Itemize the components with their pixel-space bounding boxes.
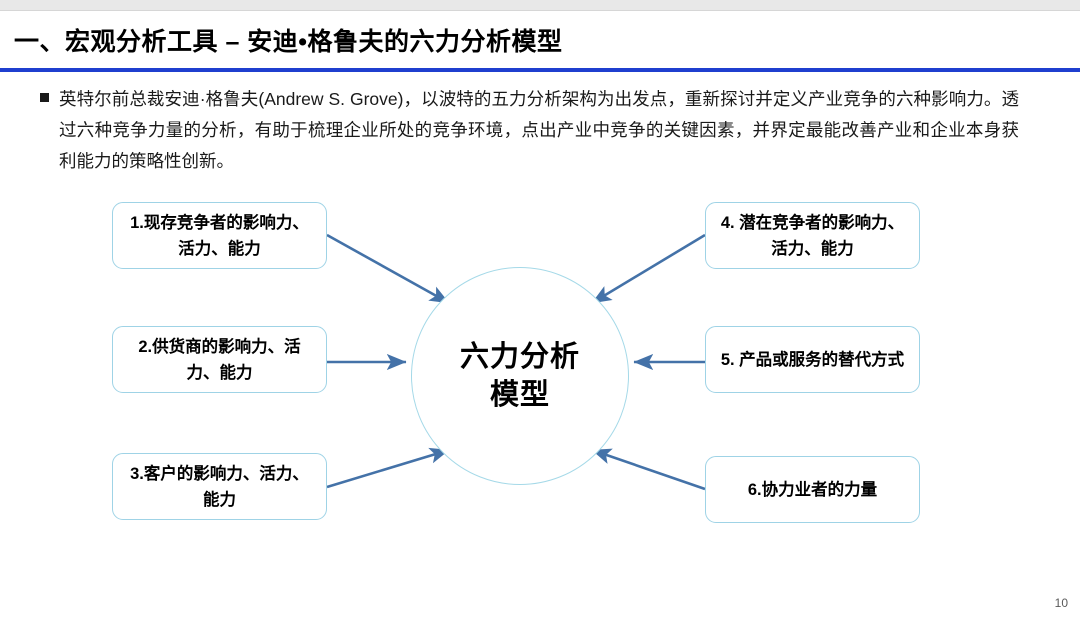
page-title: 一、宏观分析工具 – 安迪•格鲁夫的六力分析模型 (14, 28, 563, 56)
force-box-2[interactable]: 2.供货商的影响力、活力、能力 (112, 326, 327, 393)
page-number: 10 (1054, 596, 1068, 610)
force-box-5[interactable]: 5. 产品或服务的替代方式 (705, 326, 920, 393)
six-forces-diagram: 1.现存竞争者的影响力、活力、能力 2.供货商的影响力、活力、能力 3.客户的影… (0, 178, 1080, 568)
title-underline-rule (0, 68, 1080, 72)
force-box-3-label: 3.客户的影响力、活力、能力 (130, 464, 309, 509)
center-circle-line-2: 模型 (489, 379, 550, 411)
force-box-4-label: 4. 潜在竞争者的影响力、活力、能力 (720, 213, 905, 258)
body-bullet-block: 英特尔前总裁安迪·格鲁夫(Andrew S. Grove)，以波特的五力分析架构… (40, 84, 1030, 177)
window-top-strip-edge (0, 10, 1080, 11)
diagram-connectors (326, 233, 706, 491)
force-box-6-label: 6.协力业者的力量 (747, 480, 878, 499)
window-top-strip (0, 0, 1080, 10)
arrow-force-3-to-center (326, 447, 450, 489)
force-box-1[interactable]: 1.现存竞争者的影响力、活力、能力 (112, 202, 327, 269)
force-box-6[interactable]: 6.协力业者的力量 (705, 456, 920, 523)
arrow-force-4-to-center (591, 233, 706, 305)
arrow-force-1-to-center (326, 233, 450, 305)
force-box-1-label: 1.现存竞争者的影响力、活力、能力 (130, 213, 309, 258)
center-circle-node[interactable]: 六力分析 模型 (411, 267, 629, 485)
center-circle-line-1: 六力分析 (459, 341, 580, 373)
square-bullet-icon (40, 93, 49, 102)
force-box-5-label: 5. 产品或服务的替代方式 (720, 350, 905, 369)
body-paragraph: 英特尔前总裁安迪·格鲁夫(Andrew S. Grove)，以波特的五力分析架构… (59, 89, 1019, 171)
force-box-3[interactable]: 3.客户的影响力、活力、能力 (112, 453, 327, 520)
force-box-4[interactable]: 4. 潜在竞争者的影响力、活力、能力 (705, 202, 920, 269)
arrow-force-6-to-center (591, 448, 706, 491)
force-box-2-label: 2.供货商的影响力、活力、能力 (138, 337, 301, 382)
